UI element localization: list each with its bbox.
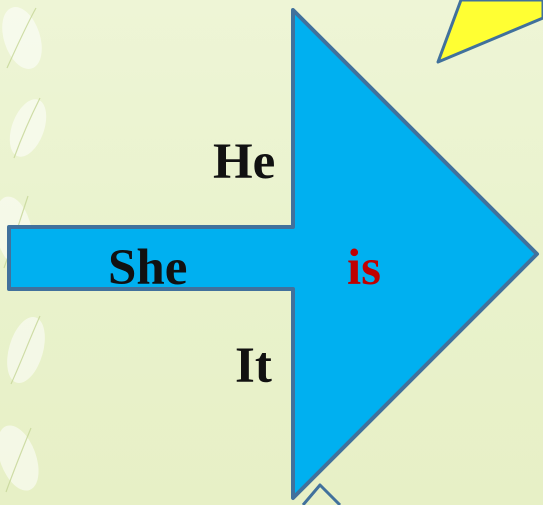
lower-callout-edge — [303, 485, 340, 505]
pronoun-she: She — [108, 243, 187, 294]
verb-is: is — [347, 243, 381, 294]
pronoun-it: It — [235, 341, 272, 392]
blue-arrow-shape — [9, 10, 537, 498]
pronoun-he: He — [213, 137, 275, 188]
yellow-callout-shape — [438, 0, 543, 62]
